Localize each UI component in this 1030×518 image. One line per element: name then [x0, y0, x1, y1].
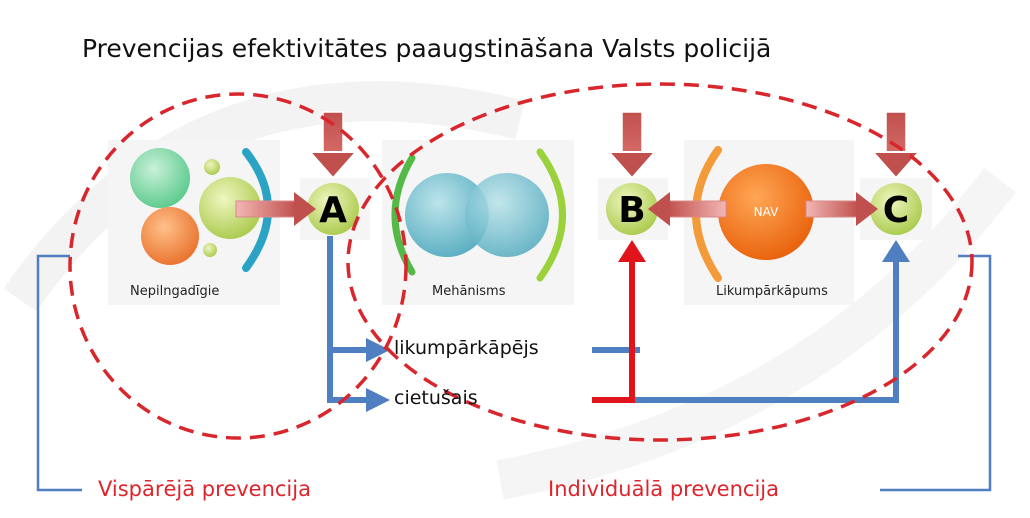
arrow-nav-to-c [805, 192, 878, 226]
node-b-label: B [618, 190, 645, 231]
arrowhead-c [882, 240, 910, 262]
card-minors-label: Nepilngadīgie [130, 284, 220, 299]
arrowhead-offender [366, 338, 390, 362]
node-a-label: A [319, 190, 347, 231]
node-a-circle [307, 183, 359, 235]
nav-label: NAV [754, 205, 779, 219]
victim-label: cietušais [394, 387, 478, 409]
bracket-individual [880, 254, 992, 492]
background-swirl [496, 167, 1016, 500]
flow-a-to-people [327, 236, 370, 403]
arrow-nav-to-b [648, 192, 727, 226]
down-arrow-b [606, 111, 658, 180]
arrowhead-victim [366, 388, 390, 412]
flow-to-b [592, 250, 635, 403]
arrow-minors-to-a [235, 192, 316, 226]
node-c-circle [870, 183, 922, 235]
bracket-general [36, 254, 82, 492]
card-mechanism-label: Mehānisms [432, 284, 506, 299]
individual-prevention-ellipse [346, 82, 974, 442]
node-c-label: C [883, 190, 909, 231]
general-prevention-ellipse [68, 92, 408, 440]
individual-prevention-label: Individuālā prevencija [548, 477, 779, 501]
node-b-circle [606, 183, 658, 235]
offender-label: likumpārkāpējs [394, 337, 539, 359]
general-prevention-label: Vispārējā prevencija [98, 477, 311, 501]
page-title: Prevencijas efektivitātes paaugstināšana… [82, 34, 772, 63]
card-offense-label: Likumpārkāpums [716, 284, 828, 299]
arrowhead-b [618, 240, 646, 262]
